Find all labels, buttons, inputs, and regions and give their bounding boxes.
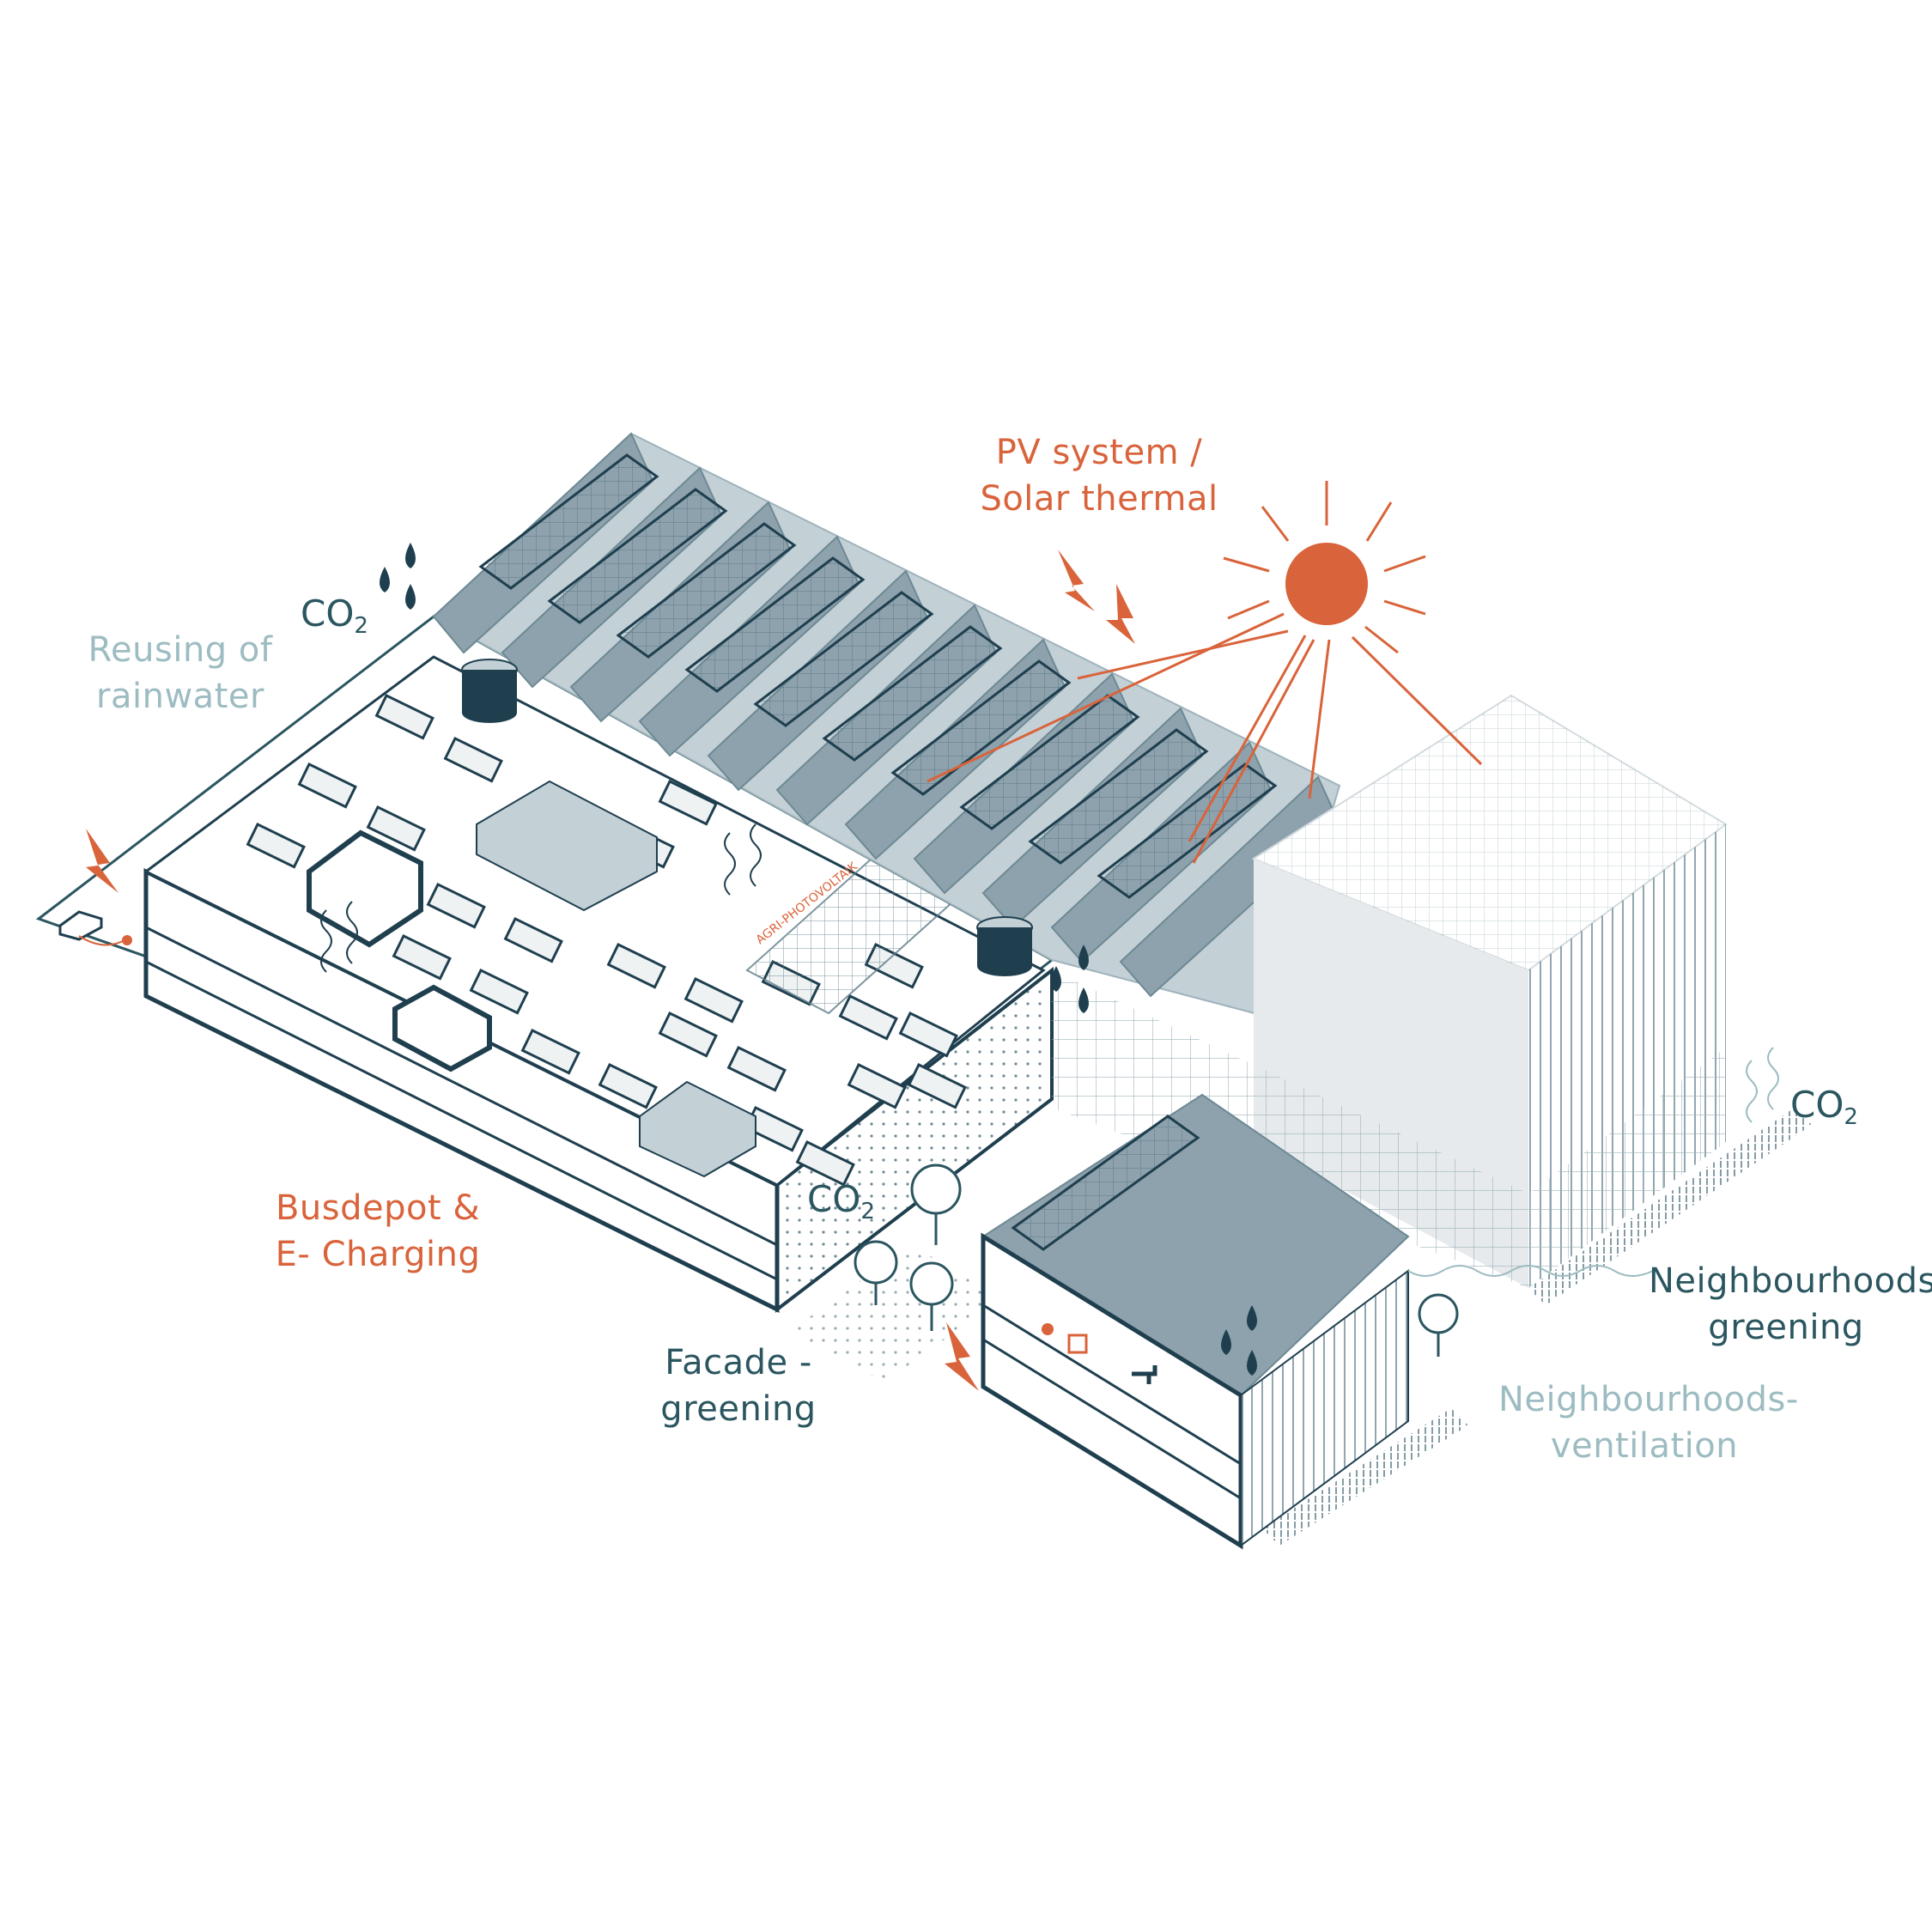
plug-icon [78,935,1054,1335]
label-facade-line1: Facade - [665,1343,812,1382]
car-icon [58,910,103,941]
label-ventilation-line2: ventilation [1550,1426,1739,1466]
co2-label-street: CO2 [1790,1084,1858,1130]
co2-label-facade: CO2 [807,1178,875,1224]
label-facade-greening: Facade - greening [653,1340,824,1432]
label-neighbourhoods-ventilation: Neighbourhoods- ventilation [1498,1376,1799,1469]
front-building [981,1093,1410,1550]
label-pv-line2: Solar thermal [980,479,1218,519]
label-busdepot: Busdepot & E- Charging [266,1185,489,1278]
label-pv-system: PV system / Solar thermal [970,429,1228,522]
roof-deck: AGRI-PHOTOVOLTAIK [143,655,1046,1187]
lightning-icon [86,550,1135,1391]
label-neighbourhoods-greening: Neighbourhoods- greening [1649,1258,1932,1351]
label-rainwater-line1: Reusing of [88,630,273,670]
label-busdepot-line1: Busdepot & [275,1188,481,1228]
airflow-arrow-icon [320,823,1779,1277]
label-greening-line1: Neighbourhoods- [1649,1261,1932,1301]
tree-icon [854,1163,1459,1357]
label-facade-line2: greening [660,1389,817,1429]
label-greening-line2: greening [1708,1308,1864,1347]
label-pv-line1: PV system / [995,433,1203,472]
water-drop-icon [380,543,1257,1376]
sawtooth-roof [432,432,1341,1019]
tall-building [1052,694,1728,1288]
water-tank-icon [461,659,1033,976]
label-busdepot-line2: E- Charging [275,1235,481,1274]
label-rainwater: Reusing of rainwater [86,627,275,720]
label-rainwater-line2: rainwater [96,677,264,716]
tap-icon [1132,1365,1157,1384]
sun-icon [927,481,1483,864]
socket-icon [1067,1334,1088,1354]
label-ventilation-line1: Neighbourhoods- [1498,1380,1799,1419]
co2-label-roof: CO2 [301,592,368,639]
